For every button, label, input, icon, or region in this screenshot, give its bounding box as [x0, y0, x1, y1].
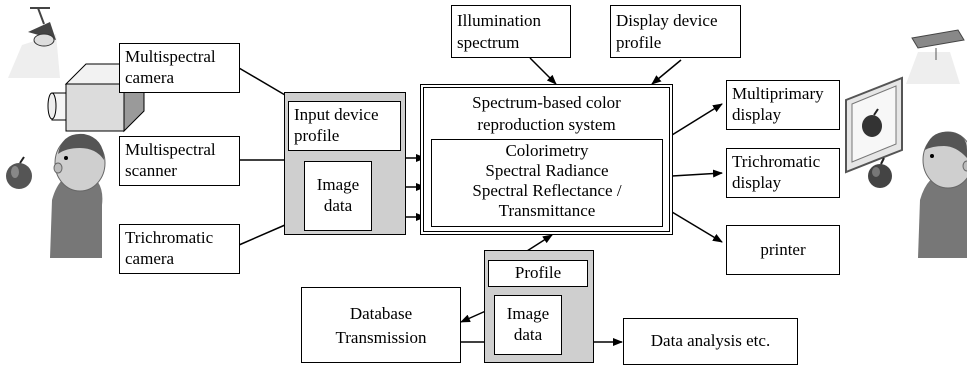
transmittance-label: Transmittance: [498, 201, 596, 220]
colorimetry-label: Colorimetry: [505, 141, 589, 160]
input-image-data-box: Image data: [304, 161, 372, 231]
multispectral-scanner-line1: Multispectral: [125, 140, 216, 159]
to-multiprimary-arrow: [671, 103, 723, 136]
trichromatic-camera-to-profile-line: [238, 224, 286, 246]
multispectral-camera-line1: Multispectral: [125, 47, 216, 66]
viewer-left-icon: [50, 133, 106, 258]
multiprimary-display-box: Multiprimary display: [726, 80, 840, 130]
input-image-data-line2: data: [323, 196, 353, 215]
monitor-icon: [845, 76, 903, 174]
ceiling-light-icon: [906, 29, 965, 84]
multiprimary-line2: display: [732, 105, 782, 124]
apple-right-icon: [868, 157, 892, 188]
data-analysis-box: Data analysis etc.: [623, 318, 798, 365]
multiprimary-line1: Multiprimary: [732, 84, 824, 103]
system-title-line2: reproduction system: [477, 115, 616, 134]
input-device-profile-label-box: Input device profile: [288, 101, 401, 151]
bottom-profile-label-box: Profile: [488, 260, 588, 287]
database-line2: Transmission: [335, 328, 427, 347]
viewer-right-icon: [918, 131, 967, 258]
multispectral-camera-line2: camera: [125, 68, 175, 87]
multispectral-camera-box: Multispectral camera: [119, 43, 240, 93]
illumination-line2: spectrum: [457, 33, 520, 52]
trichromatic-display-line2: display: [732, 173, 782, 192]
trichromatic-camera-line1: Trichromatic: [125, 228, 214, 247]
camera-to-profile-line: [238, 67, 286, 96]
apple-left-icon: [6, 156, 32, 189]
input-device-profile-line2: profile: [294, 126, 340, 145]
illumination-arrow: [529, 57, 557, 85]
input-device-profile-line1: Input device: [294, 105, 379, 124]
to-database-arrow: [460, 309, 489, 323]
lamp-icon: [8, 7, 60, 78]
bottom-image-data-line2: data: [513, 325, 543, 344]
illumination-spectrum-box: Illumination spectrum: [451, 5, 571, 58]
display-profile-line2: profile: [616, 33, 662, 52]
printer-box: printer: [726, 225, 840, 275]
bottom-image-data-box: Image data: [494, 295, 562, 355]
to-printer-arrow: [671, 211, 723, 243]
input-device-profile-panel: Input device profile Image data: [284, 92, 406, 235]
illumination-line1: Illumination: [457, 11, 542, 30]
bottom-profile-up-arrow: [526, 234, 553, 252]
data-analysis-label: Data analysis etc.: [650, 331, 771, 350]
multispectral-scanner-line2: scanner: [125, 161, 177, 180]
database-transmission-box: Database Transmission: [301, 287, 461, 363]
display-profile-line1: Display device: [616, 11, 718, 30]
system-title-line1: Spectrum-based color: [472, 93, 621, 112]
input-image-data-line1: Image: [316, 175, 360, 194]
to-trichromatic-display-arrow: [671, 169, 723, 178]
system-contents-box: Colorimetry Spectral Radiance Spectral R…: [431, 139, 663, 227]
spectral-radiance-label: Spectral Radiance: [485, 161, 609, 180]
display-profile-arrow: [651, 59, 682, 85]
multispectral-scanner-box: Multispectral scanner: [119, 136, 240, 186]
database-line1: Database: [349, 304, 413, 323]
trichromatic-display-line1: Trichromatic: [732, 152, 821, 171]
spectral-reflectance-label: Spectral Reflectance /: [472, 181, 622, 200]
trichromatic-display-box: Trichromatic display: [726, 148, 840, 198]
trichromatic-camera-box: Trichromatic camera: [119, 224, 240, 274]
bottom-image-data-line1: Image: [506, 304, 550, 323]
display-device-profile-box: Display device profile: [610, 5, 741, 58]
printer-label: printer: [760, 240, 806, 259]
spectrum-based-system-box: Spectrum-based color reproduction system…: [420, 84, 673, 235]
trichromatic-camera-line2: camera: [125, 249, 175, 268]
bottom-profile-label: Profile: [514, 263, 562, 282]
bottom-profile-panel: Profile Image data: [484, 250, 594, 363]
